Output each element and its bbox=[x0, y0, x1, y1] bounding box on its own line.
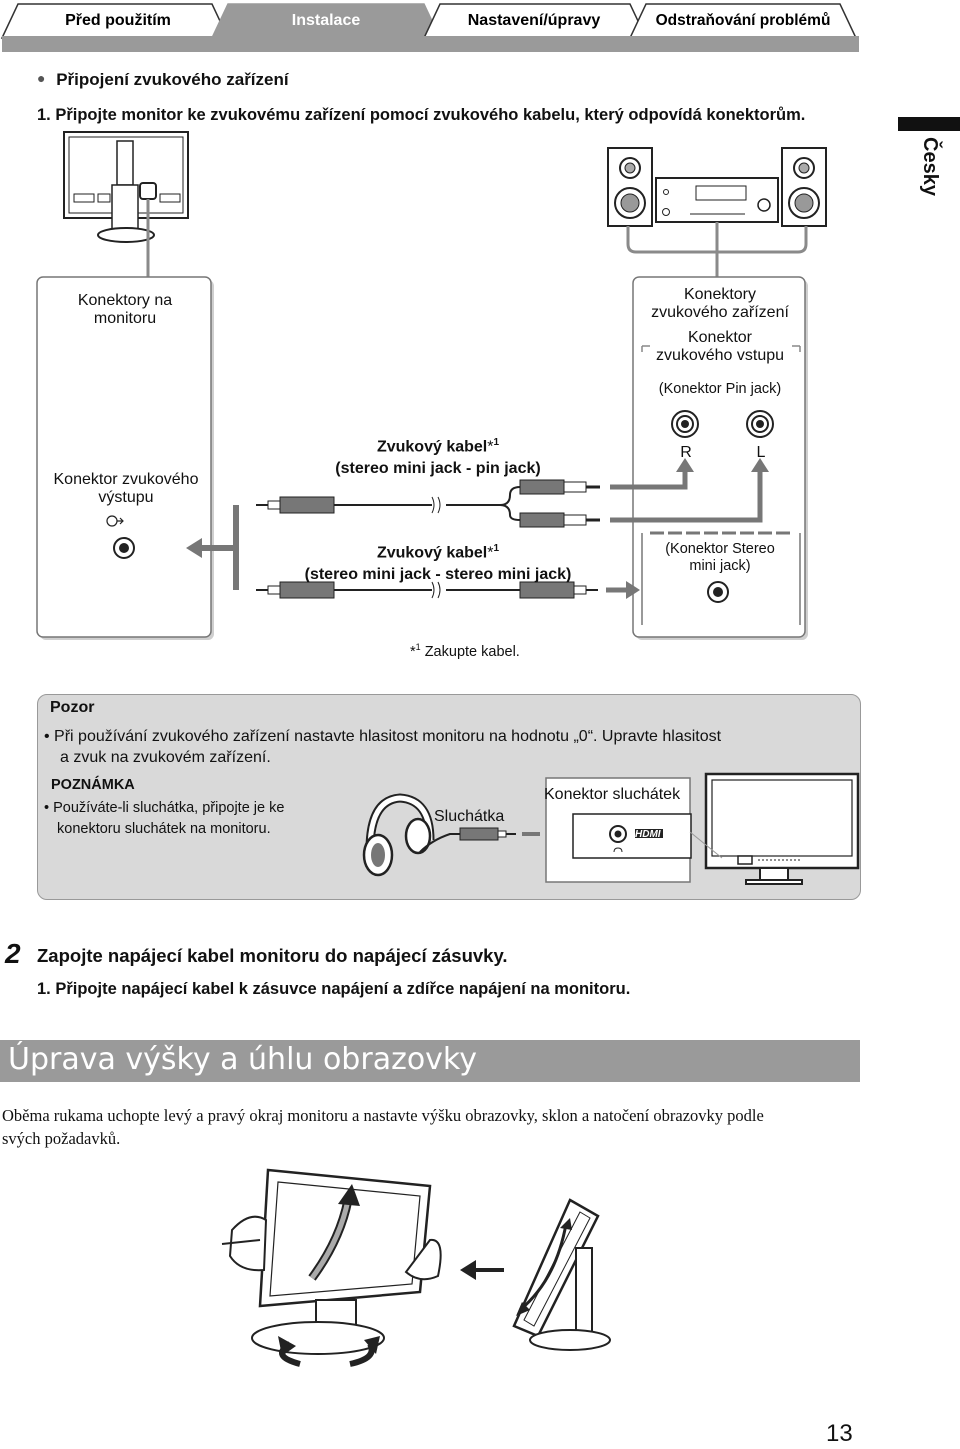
audio-output-jack-icon bbox=[106, 515, 135, 559]
step-2-instruction: 1. Připojte napájecí kabel k zásuvce nap… bbox=[37, 980, 631, 998]
height-tilt-swivel-illustration bbox=[221, 1168, 611, 1367]
language-label: Česky bbox=[919, 137, 941, 196]
audio-system-illustration bbox=[607, 147, 827, 278]
tabs-bar bbox=[2, 36, 859, 52]
hdmi-logo: HDMI bbox=[635, 829, 661, 840]
headphone-illustration bbox=[362, 772, 860, 885]
connection-diagram bbox=[36, 131, 827, 640]
cable-1-illustration bbox=[256, 479, 600, 528]
headphone-jack-label: Konektor sluchátek bbox=[544, 786, 681, 803]
note-title: POZNÁMKA bbox=[51, 777, 135, 793]
chapter-tabs: Před použitím Instalace Nastavení/úpravy… bbox=[0, 0, 860, 52]
note-text: • Používáte-li sluchátka, připojte je ke… bbox=[44, 800, 285, 837]
step-1-instruction: 1. Připojte monitor ke zvukovému zařízen… bbox=[37, 106, 806, 124]
l-label: L bbox=[756, 444, 766, 461]
tab-settings[interactable]: Nastavení/úpravy bbox=[467, 12, 601, 29]
headphones-label: Sluchátka bbox=[434, 808, 505, 825]
step-2-heading: Zapojte napájecí kabel monitoru do napáj… bbox=[37, 945, 508, 966]
audio-connectors-box bbox=[632, 276, 806, 638]
adjustment-instructions: Oběma rukama uchopte levý a pravý okraj … bbox=[2, 1106, 764, 1148]
tab-before-use[interactable]: Před použitím bbox=[65, 12, 171, 29]
section-heading: ● Připojení zvukového zařízení bbox=[37, 70, 289, 90]
page-number: 13 bbox=[826, 1420, 853, 1447]
r-label: R bbox=[680, 444, 692, 461]
bullet-icon: ● bbox=[37, 70, 46, 86]
monitor-rear-illustration bbox=[63, 131, 189, 278]
stereo-mini-jack-icon bbox=[707, 581, 729, 603]
step-2-number: 2 bbox=[5, 938, 21, 969]
caution-text: • Při používání zvukového zařízení nasta… bbox=[44, 728, 722, 766]
pin-jack-label: (Konektor Pin jack) bbox=[658, 381, 782, 397]
caution-title: Pozor bbox=[50, 699, 95, 716]
footnote: *1 Zakupte kabel. bbox=[410, 642, 520, 660]
language-tab-marker bbox=[898, 117, 960, 131]
section-heading-text: Připojení zvukového zařízení bbox=[56, 70, 289, 89]
cable-2-label: Zvukový kabel*1 (stereo mini jack - ster… bbox=[304, 543, 572, 584]
banner-title: Úprava výšky a úhlu obrazovky bbox=[8, 1042, 477, 1077]
pin-jacks-icon bbox=[671, 410, 774, 438]
monitor-connectors-box bbox=[36, 276, 212, 638]
cable-2-illustration bbox=[256, 581, 598, 599]
section-banner bbox=[0, 1040, 860, 1082]
tab-installation[interactable]: Instalace bbox=[291, 12, 361, 29]
tab-troubleshooting[interactable]: Odstraňování problémů bbox=[655, 12, 831, 29]
cable-1-label: Zvukový kabel*1 (stereo mini jack - pin … bbox=[335, 437, 541, 478]
